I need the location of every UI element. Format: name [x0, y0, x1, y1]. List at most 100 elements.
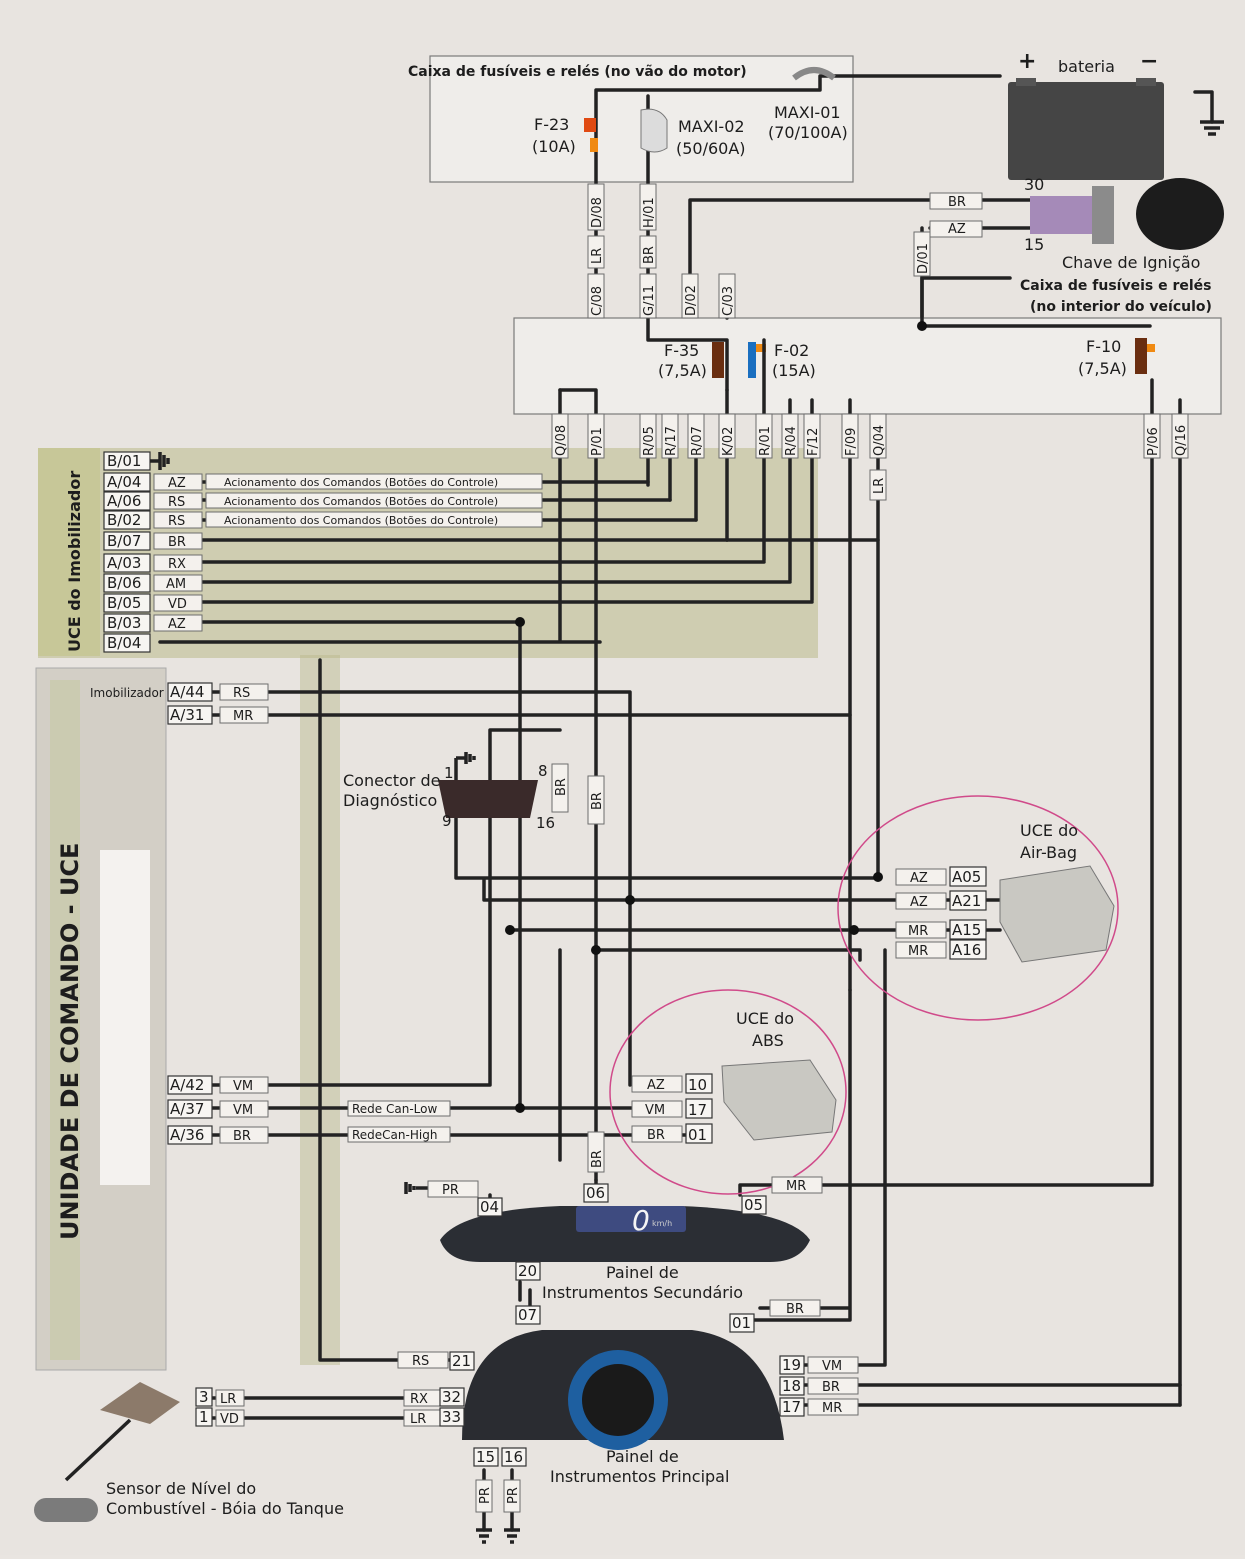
main-vm-tag	[807, 1356, 859, 1374]
uce-pin-box-4	[167, 1125, 213, 1145]
fuel-pin-1-box	[195, 1407, 213, 1427]
label-h01: H/01	[642, 197, 657, 228]
uce-pins: A/44 RS A/31 MR A/42 VM A/37 VM A/36 BR	[167, 682, 269, 1145]
airbag-pins: AZ A05 AZ A21 MR A15 MR A16	[895, 866, 987, 960]
imob-pin-5: A/03	[107, 554, 141, 572]
imob-note-2: Acionamento dos Comandos (Botões do Cont…	[224, 495, 498, 508]
tag-d08	[587, 183, 605, 231]
fuse-f02-rating: (15A)	[772, 361, 816, 380]
abs-pin-0: 10	[688, 1076, 707, 1094]
junction-dots	[505, 321, 927, 1113]
diagnostic-wires	[454, 808, 1002, 1162]
imob-pin-box-6	[103, 573, 151, 593]
label-pr2: PR	[506, 1487, 521, 1504]
label-lr2: LR	[872, 478, 887, 494]
ignition-br-tag	[929, 192, 983, 210]
main-wire-lr: LR	[410, 1412, 426, 1427]
ignition-az-tag	[929, 220, 983, 238]
diag-title-1: Conector de	[343, 771, 440, 790]
tag-r04	[781, 413, 799, 459]
imob-pin-3: B/02	[107, 511, 141, 529]
can-low-tag	[347, 1100, 451, 1117]
ignition-wire-az: AZ	[948, 222, 966, 237]
airbag-wire-3: MR	[908, 944, 928, 959]
fuel-sensor-title-2: Combustível - Bóia do Tanque	[106, 1499, 344, 1518]
diag-ground-icon	[454, 752, 476, 780]
secondary-speed-value: 0	[632, 1204, 650, 1237]
abs-wire-tag-0	[631, 1075, 683, 1093]
fuse-f23-name: F-23	[534, 115, 569, 134]
tag-d01	[913, 231, 931, 277]
tag-lr	[587, 235, 605, 269]
abs-title-2: ABS	[752, 1031, 784, 1050]
tag-k02	[718, 413, 736, 459]
fuel-wire-vd-tag	[215, 1409, 245, 1427]
tag-f12	[803, 413, 821, 459]
tag-q16	[1171, 413, 1189, 459]
imob-pin-box-9	[103, 633, 151, 653]
tag-br-diag2	[587, 775, 605, 825]
fuse-f10-rating: (7,5A)	[1078, 359, 1127, 378]
fuel-pin-1: 1	[199, 1408, 209, 1426]
label-p06: P/06	[1146, 427, 1161, 456]
diag-pin-16: 16	[536, 814, 555, 832]
main-pin-17-box	[779, 1397, 805, 1417]
fuse-f23-rating: (10A)	[532, 137, 576, 156]
label-br-diag2: BR	[590, 792, 605, 810]
imob-pin-box-4	[103, 531, 151, 551]
tag-r01	[755, 413, 773, 459]
airbag-pin-2: A15	[952, 921, 981, 939]
imob-wire-2: RS	[168, 495, 185, 510]
immobilizer-title: UCE do Imobilizador	[65, 471, 84, 652]
fuse-f10-contact	[1147, 344, 1155, 352]
abs-pin-box-2	[685, 1123, 713, 1144]
ignition-key-icon	[1136, 178, 1224, 250]
fuel-wire-lr: LR	[220, 1392, 236, 1407]
battery-terminal-minus	[1136, 78, 1156, 86]
wires-right-pins	[848, 378, 1182, 1407]
junction-dot	[505, 925, 515, 935]
diag-title-2: Diagnóstico	[343, 791, 437, 810]
secondary-panel-icon	[440, 1206, 810, 1262]
uce-wire-tag-2	[219, 1076, 269, 1094]
main-pin-15: 15	[476, 1448, 495, 1466]
fuse-f10-icon	[1135, 338, 1147, 374]
interior-fuse-box	[513, 317, 1222, 415]
fuel-sensor-icon	[100, 1382, 180, 1424]
imob-wire-tag-5	[153, 554, 203, 572]
uce-pin-2: A/42	[170, 1076, 204, 1094]
main-pin-17: 17	[782, 1398, 801, 1416]
secondary-panel-title-2: Instrumentos Secundário	[542, 1283, 743, 1302]
fuse-f35-rating: (7,5A)	[658, 361, 707, 380]
secondary-pin-20-box	[515, 1261, 541, 1281]
label-k02: K/02	[721, 427, 736, 456]
uce-pin-0: A/44	[170, 683, 204, 701]
airbag-wire-tag-2	[895, 921, 947, 939]
tag-q08	[551, 413, 569, 459]
uce-module-window	[100, 850, 150, 1185]
uce-pin-3: A/37	[170, 1100, 204, 1118]
imob-note-tag-3	[205, 511, 543, 528]
uce-module-stripe	[50, 680, 80, 1360]
uce-wire-1: MR	[233, 709, 253, 724]
label-pr1: PR	[478, 1487, 493, 1504]
imob-wire-8: AZ	[168, 617, 186, 632]
main-br01-tag	[769, 1299, 821, 1317]
imob-wire-4: BR	[168, 535, 186, 550]
ignition-terminal-15: 15	[1024, 235, 1044, 254]
abs-wire-2: BR	[647, 1128, 665, 1143]
secondary-pin-05: 05	[744, 1196, 763, 1214]
main-wire-vm: VM	[822, 1359, 842, 1374]
main-pin-01: 01	[732, 1314, 751, 1332]
airbag-wire-tag-3	[895, 941, 947, 959]
battery-minus-sign: −	[1140, 49, 1158, 74]
fuse-f35-icon	[712, 342, 724, 378]
battery-label: bateria	[1058, 57, 1115, 76]
diag-pin-8: 8	[538, 762, 548, 780]
imob-pin-box-5	[103, 553, 151, 573]
imob-pin-9: B/04	[107, 634, 141, 652]
uce-wire-tag-0	[219, 683, 269, 701]
fuse-maxi01-rating: (70/100A)	[768, 123, 848, 142]
can-high-tag	[347, 1126, 451, 1143]
diag-pin-9: 9	[442, 812, 452, 830]
